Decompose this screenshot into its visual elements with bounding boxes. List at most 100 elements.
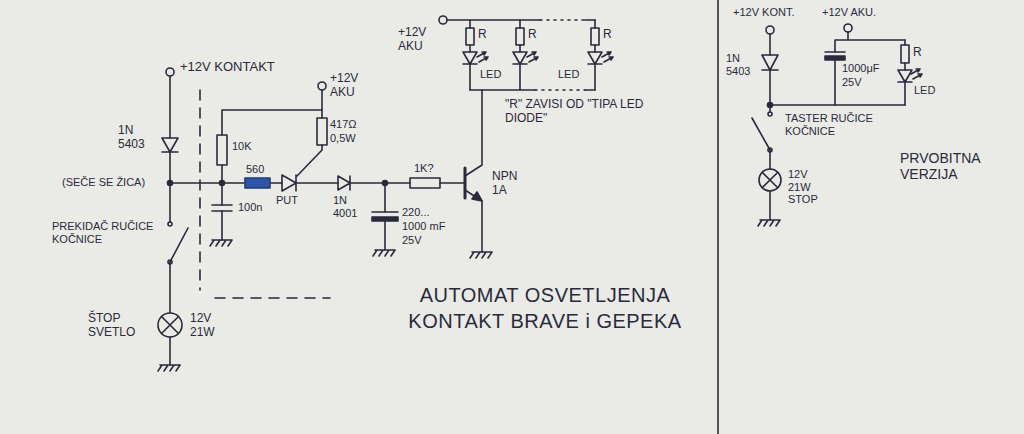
- circuit-label: ŠTOP SVETLO: [88, 312, 150, 340]
- capacitor-symbol: [212, 52, 845, 221]
- circuit-label: R: [528, 28, 537, 42]
- junction-dot: [220, 181, 225, 186]
- dashed-boundary: [200, 90, 330, 298]
- circuit-label: 10K: [232, 140, 252, 153]
- circuit-label: LED: [558, 68, 579, 81]
- junction-dot: [768, 103, 773, 108]
- circuit-label: 25V: [842, 76, 862, 89]
- resistor-symbol: [217, 28, 909, 188]
- switch-symbol: [170, 228, 188, 262]
- capacitor-symbol: [372, 217, 398, 221]
- wire: [904, 40, 906, 105]
- circuit-label: LED: [480, 68, 501, 81]
- ground-symbol: [158, 220, 780, 371]
- terminal: [166, 16, 852, 90]
- lamp-symbol: [762, 172, 778, 188]
- circuit-label: LED: [914, 84, 935, 97]
- led-symbol: [602, 52, 613, 62]
- resistor-symbol: [410, 178, 440, 188]
- capacitor-symbol: [372, 211, 398, 213]
- led-symbol: [588, 52, 602, 64]
- dotted-wire: [535, 89, 585, 91]
- circuit-label: 0,5W: [330, 132, 356, 145]
- circuit-label: 100n: [238, 201, 262, 214]
- put-symbol: [282, 175, 296, 191]
- resistor-symbol: [466, 28, 474, 45]
- circuit-label: PREKIDAČ RUČICE KOČNICE: [52, 220, 160, 245]
- circuit-label: 1N 5403: [726, 52, 758, 77]
- circuit-label: 1N 5403: [118, 124, 158, 152]
- junction-dot: [168, 181, 173, 186]
- circuit-label: PUT: [276, 194, 298, 207]
- blue-resistor: [245, 178, 270, 188]
- diode-symbol: [162, 138, 178, 152]
- diode-symbol: [338, 176, 350, 190]
- wire: [170, 20, 905, 365]
- circuit-label: R: [478, 28, 487, 42]
- transistor-symbol: [464, 168, 467, 198]
- lamp-symbol: [759, 169, 781, 191]
- led-symbol: [911, 69, 922, 79]
- ground-symbol: [758, 220, 780, 226]
- capacitor-symbol: [825, 51, 845, 53]
- switch-symbol: [168, 112, 772, 264]
- wire: [465, 90, 482, 252]
- wire: [770, 34, 905, 220]
- led-symbol: [513, 52, 527, 64]
- circuit-label: 560: [246, 163, 264, 176]
- transistor-symbol: [472, 192, 482, 201]
- junction-dot: [168, 103, 773, 186]
- resistor-symbol: [217, 135, 227, 165]
- put-symbol: [282, 175, 296, 191]
- circuit-label: 1000 mF: [402, 220, 445, 233]
- circuit-label: TASTER RUČICE KOČNICE: [785, 112, 893, 137]
- junction-dot: [383, 181, 388, 186]
- wire: [469, 20, 471, 90]
- terminal: [318, 82, 326, 90]
- wire: [594, 20, 596, 90]
- capacitor-symbol: [825, 56, 845, 60]
- circuit-label: R: [603, 28, 612, 42]
- circuit-label: 25V: [402, 234, 422, 247]
- divider-line: [717, 0, 719, 434]
- circuit-label: (SEČE SE ŽICA): [62, 176, 145, 189]
- circuit-label: 220...: [402, 206, 430, 219]
- circuit-label: +12V KONT.: [733, 6, 794, 19]
- dotted-wire: [540, 19, 585, 21]
- wire: [519, 20, 521, 90]
- lamp-symbol: [162, 317, 179, 334]
- circuit-label: 1K?: [414, 162, 434, 175]
- blue-resistor: [245, 178, 270, 188]
- resistor-symbol: [516, 28, 524, 45]
- resistor-symbol: [591, 28, 599, 45]
- terminal: [766, 26, 774, 34]
- circuit-label: NPN 1A: [492, 170, 526, 198]
- lamp-symbol: [158, 169, 781, 337]
- dashed-boundary: [215, 297, 330, 299]
- circuit-label: R: [913, 46, 922, 60]
- led-symbol: [477, 52, 488, 62]
- transistor-symbol: [465, 168, 482, 201]
- circuit-label: "R" ZAVISI OD "TIPA LED DIODE": [505, 98, 675, 126]
- led-symbol: [463, 52, 477, 64]
- switch-symbol: [768, 112, 772, 116]
- circuit-label: 1N 4001: [333, 194, 365, 219]
- wire: [835, 32, 905, 105]
- switch-symbol: [752, 118, 770, 150]
- circuit-label: +12V AKU: [330, 72, 372, 100]
- circuit-label: 417Ω: [330, 118, 357, 131]
- ground-symbol: [373, 250, 395, 256]
- circuit-label: PRVOBITNA VERZIJA: [900, 150, 1000, 182]
- wire: [222, 110, 322, 183]
- circuit-label: 12V 21W: [190, 312, 226, 340]
- switch-symbol: [168, 222, 172, 226]
- terminal: [439, 16, 447, 24]
- diagram-title: AUTOMAT OSVETLJENJA KONTAKT BRAVE i GEPE…: [385, 282, 705, 334]
- dotted-wire: [535, 20, 585, 90]
- terminal: [844, 24, 852, 32]
- wire: [297, 90, 322, 176]
- lamp-symbol: [158, 313, 182, 337]
- circuit-label: +12V AKU.: [822, 6, 876, 19]
